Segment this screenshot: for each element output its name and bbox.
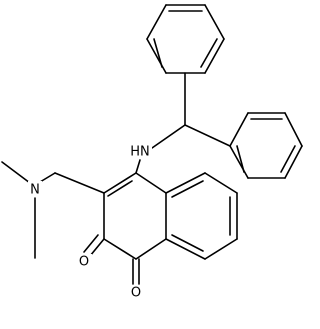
- right-phenyl-ring: [229, 112, 303, 179]
- bond: [146, 4, 167, 40]
- double-bond-inner: [107, 180, 133, 197]
- bond: [135, 238, 167, 260]
- bond-ch-to-nh: [151, 124, 186, 149]
- bond-ch2-to-n: [39, 172, 56, 183]
- structure-canvas: HN N O O: [1, 4, 303, 301]
- n-label: N: [30, 183, 40, 198]
- bond: [204, 4, 225, 40]
- double-bond-inner: [236, 145, 245, 173]
- bond-c3-to-ch2: [54, 172, 105, 194]
- bond: [204, 172, 238, 194]
- o-lower-label-background: [128, 285, 144, 301]
- nh-label: HN: [130, 145, 150, 160]
- n-label-background: [28, 181, 42, 197]
- bond-nh-to-c4: [135, 159, 141, 174]
- bond: [135, 172, 167, 194]
- bond-n-to-methyl-1: [1, 161, 31, 184]
- quinone-ring: [103, 172, 167, 260]
- bond: [165, 238, 206, 260]
- o-lower-label: O: [131, 286, 141, 301]
- bond: [229, 145, 249, 179]
- double-bond-inner: [200, 38, 218, 68]
- double-bond-inner: [280, 145, 296, 173]
- bond: [103, 238, 137, 260]
- bond: [284, 145, 303, 179]
- carbonyl-bond-upper: [89, 238, 105, 257]
- o-upper-label: O: [79, 255, 89, 270]
- bond: [204, 238, 238, 260]
- bond: [284, 112, 303, 147]
- nh-label-background: [128, 143, 152, 159]
- benzo-ring: [165, 172, 238, 260]
- bond: [204, 38, 225, 74]
- bond: [103, 172, 137, 194]
- double-bond-inner: [171, 234, 204, 252]
- bond: [229, 112, 249, 147]
- double-bond-inner: [153, 38, 163, 68]
- bond-ch-to-ring: [184, 124, 231, 147]
- o-upper-label-background: [76, 254, 92, 270]
- bond: [165, 172, 206, 194]
- chemical-structure-diagram: HN N O O: [1, 4, 303, 301]
- upper-phenyl-ring: [146, 4, 225, 74]
- bond: [146, 38, 167, 74]
- carbonyl-bond-upper-double: [83, 234, 99, 253]
- double-bond-inner: [171, 180, 204, 198]
